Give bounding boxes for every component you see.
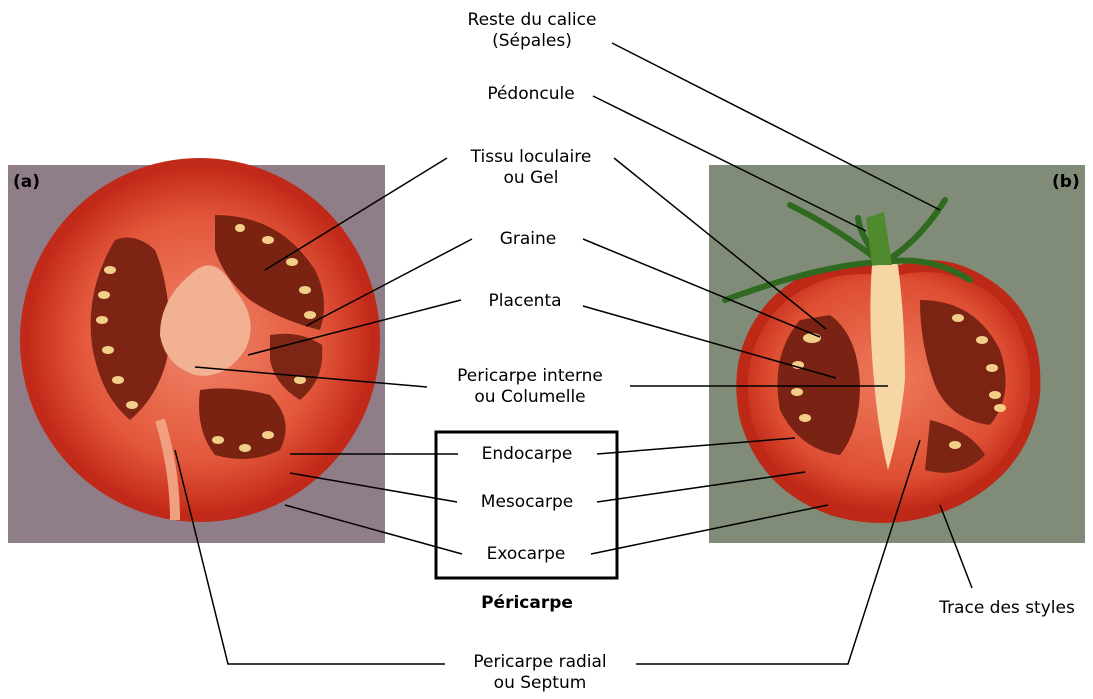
label-columelle-line1: Pericarpe interne <box>457 366 603 387</box>
label-tissu-loculaire: Tissu loculaire ou Gel <box>471 147 592 189</box>
label-mesocarpe: Mesocarpe <box>481 492 573 513</box>
panel-a-photo <box>8 158 385 543</box>
label-columelle-line2: ou Columelle <box>457 387 603 408</box>
label-septum: Pericarpe radial ou Septum <box>473 652 606 694</box>
label-tissu-line2: ou Gel <box>471 168 592 189</box>
label-septum-line1: Pericarpe radial <box>473 652 606 673</box>
panel-b-photo <box>709 165 1085 543</box>
label-columelle: Pericarpe interne ou Columelle <box>457 366 603 408</box>
label-tissu-line1: Tissu loculaire <box>471 147 592 168</box>
label-calice: Reste du calice (Sépales) <box>468 10 597 52</box>
label-graine: Graine <box>500 229 557 250</box>
label-endocarpe: Endocarpe <box>482 444 573 465</box>
label-pedoncule: Pédoncule <box>487 84 574 105</box>
label-trace-styles: Trace des styles <box>939 598 1075 619</box>
panel-b-tag: (b) <box>1052 172 1080 192</box>
panel-a-tag: (a) <box>13 172 40 192</box>
label-placenta: Placenta <box>488 291 561 312</box>
label-calice-line2: (Sépales) <box>468 31 597 52</box>
label-septum-line2: ou Septum <box>473 673 606 694</box>
label-pericarpe: Péricarpe <box>481 593 573 614</box>
label-exocarpe: Exocarpe <box>487 544 566 565</box>
label-calice-line1: Reste du calice <box>468 10 597 31</box>
